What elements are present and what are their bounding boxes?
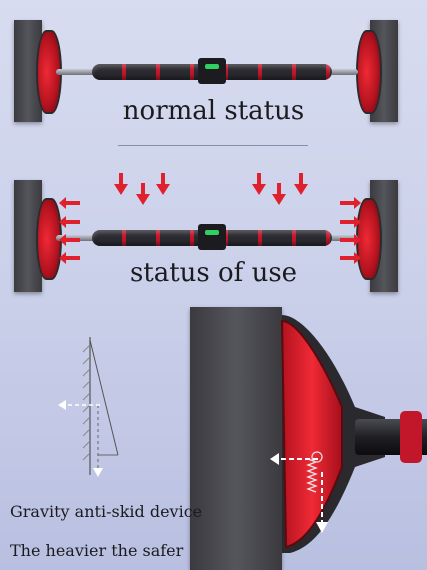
closeup-wall: [190, 307, 282, 570]
arrow-down-icon: [136, 183, 150, 205]
arrow-down-icon: [156, 173, 170, 195]
right-rod: [330, 69, 358, 75]
arrow-right-icon: [340, 197, 361, 209]
arrow-right-icon: [340, 216, 361, 228]
arrow-down-icon: [93, 468, 103, 477]
level-indicator: [198, 224, 226, 250]
arrow-down-icon: [252, 173, 266, 195]
level-bubble-icon: [205, 64, 219, 69]
level-indicator: [198, 58, 226, 84]
caption-line-1: Gravity anti-skid device: [10, 502, 203, 521]
left-rod: [56, 69, 96, 75]
arrow-down-icon: [294, 173, 308, 195]
section-divider: [118, 145, 308, 146]
force-diagram-svg: [58, 337, 119, 477]
spring-icon: [306, 451, 323, 493]
arrow-left-icon: [59, 252, 80, 264]
arrow-left-icon: [59, 197, 80, 209]
caption-line-2: The heavier the safer: [10, 541, 184, 560]
arrow-left-icon: [59, 216, 80, 228]
arrow-down-icon: [316, 522, 328, 533]
arrow-left-icon: [58, 400, 66, 410]
arrow-down-icon: [272, 183, 286, 205]
arrow-left-icon: [270, 453, 279, 465]
arrow-left-icon: [59, 234, 80, 246]
arrow-right-icon: [340, 252, 361, 264]
right-bracket: [356, 30, 382, 114]
closeup-bracket-svg: [270, 315, 427, 553]
level-bubble-icon: [205, 230, 219, 235]
arrow-down-icon: [114, 173, 128, 195]
normal-status-title: normal status: [122, 96, 305, 126]
arrow-right-icon: [340, 234, 361, 246]
status-of-use-title: status of use: [129, 258, 298, 288]
